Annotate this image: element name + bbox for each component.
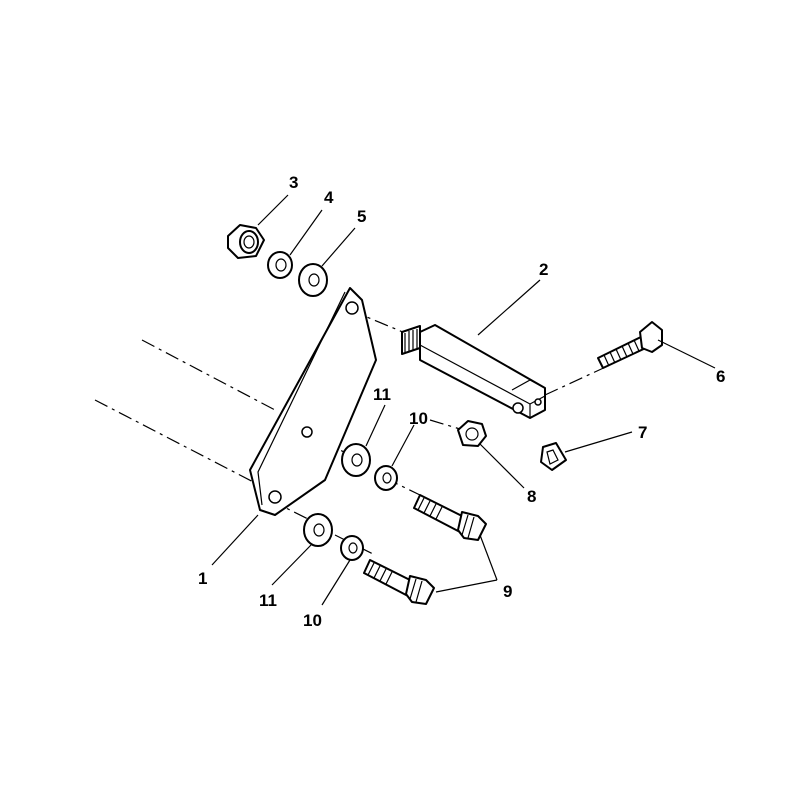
callout-2: 2 <box>539 260 548 279</box>
callout-9: 9 <box>503 582 512 601</box>
mounting-plate <box>249 287 377 516</box>
flat-washer-11-upper <box>341 443 371 477</box>
callout-1: 1 <box>198 569 207 588</box>
plate-hole-top <box>345 301 359 315</box>
screw-9-upper <box>413 494 487 541</box>
nut-8 <box>457 420 487 447</box>
callout-8: 8 <box>527 487 536 506</box>
flat-washer-11-lower <box>303 513 333 547</box>
bolt-6 <box>597 321 663 369</box>
flat-washer-5 <box>298 263 328 297</box>
callout-labels: 3 4 5 2 6 7 8 9 11 10 1 11 10 <box>198 173 725 630</box>
lock-washer-4 <box>267 251 293 279</box>
plate-hole-middle <box>301 426 313 438</box>
arm-bracket-2 <box>401 324 546 419</box>
callout-5: 5 <box>357 207 366 226</box>
lock-washer-10-lower <box>340 535 364 561</box>
hex-nut-3 <box>227 224 265 259</box>
callout-4: 4 <box>324 188 334 207</box>
callout-10-lower: 10 <box>303 611 322 630</box>
lock-washer-10-upper <box>374 465 398 491</box>
callout-7: 7 <box>638 423 647 442</box>
plate-hole-bottom <box>268 490 282 504</box>
callout-6: 6 <box>716 367 725 386</box>
screw-9-lower <box>363 559 435 605</box>
callout-3: 3 <box>289 173 298 192</box>
callout-10-upper: 10 <box>409 409 428 428</box>
clip-7 <box>540 442 567 471</box>
callout-11-lower: 11 <box>259 591 277 610</box>
callout-11-upper: 11 <box>373 385 391 404</box>
leader-lines <box>211 194 716 606</box>
